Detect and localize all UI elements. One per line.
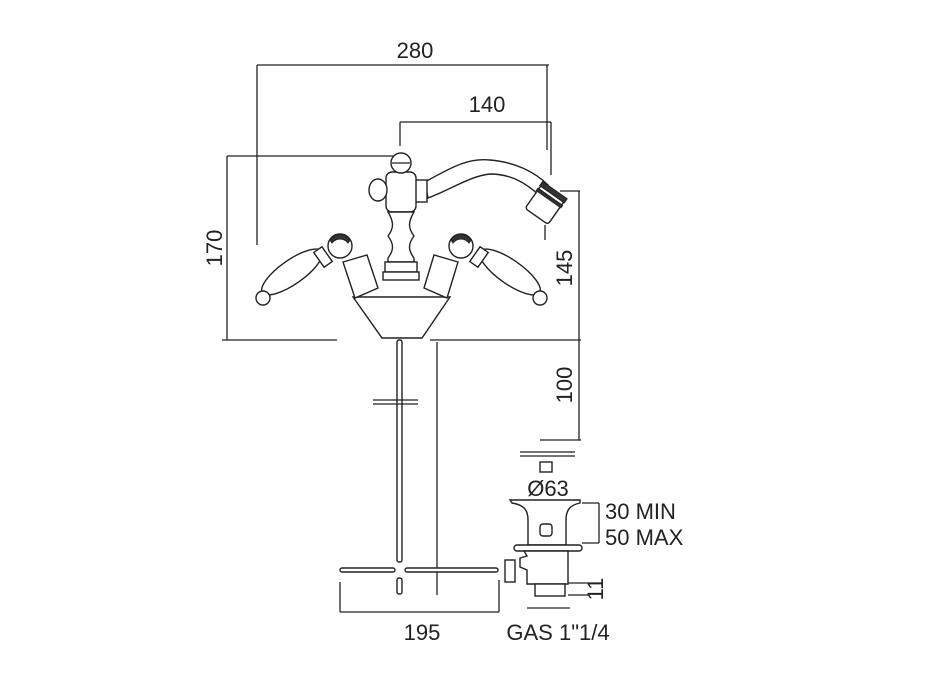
dimension-overall-width: 280 [256, 38, 549, 245]
faucet-body [255, 152, 568, 339]
dimension-rod-length: 195 [339, 580, 500, 645]
spout-collar [414, 179, 428, 203]
drain-plug [539, 461, 553, 473]
dimension-spout-height: 145 [430, 190, 581, 440]
label-50-max: 50 MAX [605, 525, 684, 550]
side-knob [368, 178, 388, 202]
dimension-overall-height: 170 [202, 155, 395, 341]
dimension-deck-to-drain: 100 [540, 367, 581, 441]
label-145: 145 [552, 250, 577, 287]
label-195: 195 [404, 620, 441, 645]
label-100: 100 [552, 367, 577, 404]
aerator [525, 180, 568, 224]
left-handle [255, 233, 379, 306]
drain-assembly: Ø63 30 MIN 50 MAX 11 GAS 1"1/4 [504, 451, 684, 645]
label-140: 140 [469, 92, 506, 117]
label-280: 280 [397, 38, 434, 63]
label-diameter-63: Ø63 [527, 476, 569, 501]
spout [424, 158, 549, 199]
label-11: 11 [583, 578, 608, 601]
dimension-spout-reach: 140 [399, 92, 552, 240]
pop-up-rods [339, 339, 499, 595]
column [386, 211, 416, 263]
label-30-min: 30 MIN [605, 499, 676, 524]
label-170: 170 [202, 230, 227, 267]
right-handle [423, 233, 548, 306]
faucet-base [351, 296, 452, 339]
label-gas-thread: GAS 1"1/4 [506, 620, 609, 645]
